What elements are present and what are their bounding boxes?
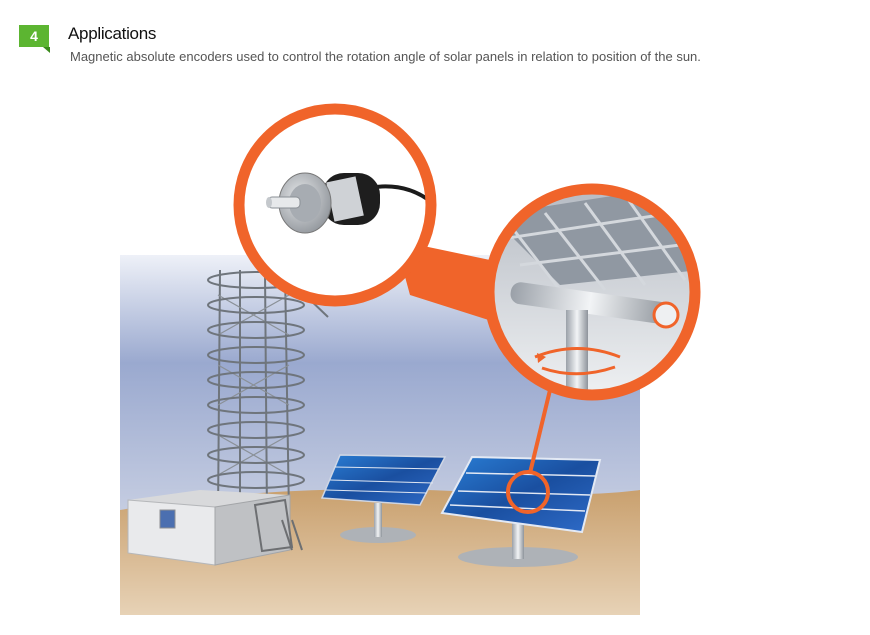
callout-connector	[395, 240, 498, 323]
callout-pointer-line	[528, 389, 552, 474]
callout-target-ring	[506, 470, 550, 514]
equipment-shelter	[127, 490, 303, 566]
encoder-callout	[233, 103, 437, 307]
solar-tracker-front	[440, 455, 602, 567]
section-description: Magnetic absolute encoders used to contr…	[70, 49, 701, 64]
solar-tracker-illustration	[120, 103, 701, 615]
step-badge-tail	[43, 47, 50, 53]
step-number-badge: 4	[19, 25, 49, 47]
axis-detail-callout	[483, 183, 701, 401]
solar-tracker-back	[320, 454, 447, 543]
section-title: Applications	[68, 24, 157, 43]
